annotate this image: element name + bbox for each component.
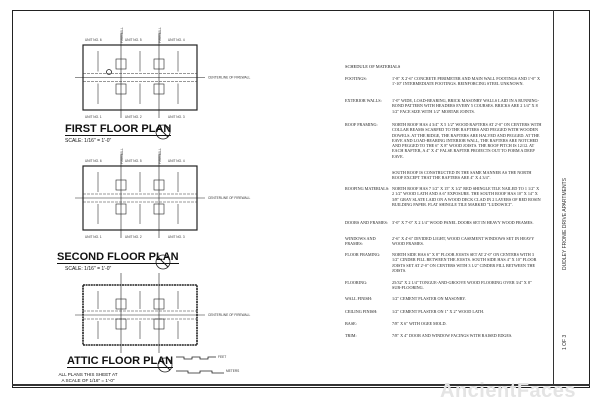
firewall-label: FIREWALL: [158, 27, 162, 43]
bottom-rule: [12, 384, 590, 386]
unit-label: UNIT NO. 2: [125, 115, 142, 119]
schedule-text: 1'-8" X 2'-6" CONCRETE PERIMETER AND MAI…: [392, 76, 541, 87]
stair: [153, 298, 165, 310]
unit-label: UNIT NO. 5: [125, 38, 142, 42]
schedule-text: NORTH ROOF HAS 4 3/4" X 5 1/2" WOOD RAFT…: [392, 122, 542, 159]
centerline-label: CENTERLINE OF FIREWALL: [208, 196, 250, 200]
schedule-text: 7/8" X 6" WITH OGEE MOLD.: [392, 321, 447, 326]
attic-floor-plan-title: ATTIC FLOOR PLAN: [67, 355, 174, 368]
stair: [115, 298, 127, 310]
unit-label: UNIT NO. 4: [168, 38, 185, 42]
stair: [153, 179, 165, 191]
project-title: DUDLEY FRONIE DRIVE APARTMENTS: [562, 178, 568, 270]
scale-feet-label: FEET: [218, 355, 226, 359]
first-floor-plan-title: FIRST FLOOR PLAN: [65, 123, 172, 136]
stair: [153, 318, 165, 330]
schedule-label: ROOF FRAMING:: [345, 122, 378, 127]
firewall-label: FIREWALL: [158, 148, 162, 164]
stair: [153, 58, 165, 70]
second-floor-plan-title: SECOND FLOOR PLAN: [57, 251, 179, 264]
stair: [153, 203, 165, 215]
schedule-text: NORTH SIDE HAS 6" X 8" FLOOR JOISTS SET …: [392, 252, 537, 273]
second-floor-scale: SCALE: 1/16" = 1'-0": [65, 266, 112, 272]
schedule-label: ROOFING MATERIALS:: [345, 186, 390, 191]
unit-label: UNIT NO. 4: [168, 159, 185, 163]
centerline-label: CENTERLINE OF FIREWALL: [208, 76, 250, 80]
schedule-label: FLOOR FRAMING:: [345, 252, 381, 257]
schedule-text: 1/2" CEMENT PLASTER ON MASONRY.: [392, 296, 466, 301]
stair: [115, 318, 127, 330]
schedule-heading: SCHEDULE OF MATERIALS: [345, 64, 401, 69]
column-symbol: [106, 69, 112, 75]
graphic-scale-meters: [176, 370, 224, 374]
title-block: DUDLEY FRONIE DRIVE APARTMENTS 1 OF 3: [553, 10, 591, 386]
unit-label: UNIT NO. 1: [85, 235, 102, 239]
unit-label: UNIT NO. 2: [125, 235, 142, 239]
schedule-label: TRIM:: [345, 333, 357, 338]
unit-label: UNIT NO. 5: [125, 159, 142, 163]
unit-label: UNIT NO. 1: [85, 115, 102, 119]
schedule-label: BASE:: [345, 321, 357, 326]
schedule-label: EXTERIOR WALLS:: [345, 98, 382, 103]
schedule-text: 1/2" CEMENT PLASTER ON 1" X 2" WOOD LATH…: [392, 309, 485, 314]
unit-label: UNIT NO. 3: [168, 115, 185, 119]
stair: [115, 58, 127, 70]
centerline-label: CENTERLINE OF FIREWALL: [208, 313, 250, 317]
schedule-text: NORTH ROOF HAS 7 1/2" X 15" X 1/2" RED S…: [392, 186, 541, 207]
schedule-label: WINDOWS AND FRAMES:: [345, 236, 376, 247]
unit-label: UNIT NO. 3: [168, 235, 185, 239]
firewall-label: FIREWALL: [120, 148, 124, 164]
north-arrow-icon: [157, 357, 173, 373]
schedule-label: DOORS AND FRAMES:: [345, 220, 389, 225]
north-arrow-icon: [159, 359, 171, 371]
scale-meters-label: METERS: [226, 369, 239, 373]
schedule-text: 3'-0" X 7'-0" X 2 1/4" WOOD PANEL DOORS …: [392, 220, 534, 225]
sheet-border: [12, 10, 590, 388]
north-arrow-icon: [157, 256, 169, 268]
schedule-label: FLOORING:: [345, 280, 368, 285]
schedule-text: 1'-0" WIDE, LOAD-BEARING, BRICK MASONRY …: [392, 98, 539, 114]
scale-note: ALL PLANS THIS SHEET AT A SCALE OF 1/16"…: [58, 372, 118, 383]
firewall-label: FIREWALL: [120, 27, 124, 43]
north-arrow-icon: [155, 124, 171, 140]
schedule-text: 7/8" X 4" DOOR AND WINDOW FACINGS WITH R…: [392, 333, 513, 338]
schedule-label: WALL FINISH:: [345, 296, 373, 301]
north-arrow-icon: [155, 254, 171, 270]
unit-label: UNIT NO. 6: [85, 38, 102, 42]
schedule-label: CEILING FINISH:: [345, 309, 378, 314]
sheet-number: 1 OF 3: [562, 334, 568, 350]
watermark-logo: AncientFaces: [440, 380, 577, 402]
schedule-text: SOUTH ROOF IS CONSTRUCTED IN THE SAME MA…: [392, 170, 532, 181]
schedule-text: 25/32" X 2 1/4" TONGUE-AND-GROOVE WOOD F…: [392, 280, 532, 291]
first-floor-scale: SCALE: 1/16" = 1'-0": [65, 138, 112, 144]
stair: [115, 179, 127, 191]
stair: [115, 83, 127, 95]
graphic-scale-feet: [176, 356, 216, 360]
unit-label: UNIT NO. 6: [85, 159, 102, 163]
schedule-text: 2'-6" X 4'-6" DIVIDED LIGHT, WOOD CASEME…: [392, 236, 535, 247]
schedule-label: FOOTINGS:: [345, 76, 367, 81]
stair: [115, 203, 127, 215]
stair: [153, 83, 165, 95]
